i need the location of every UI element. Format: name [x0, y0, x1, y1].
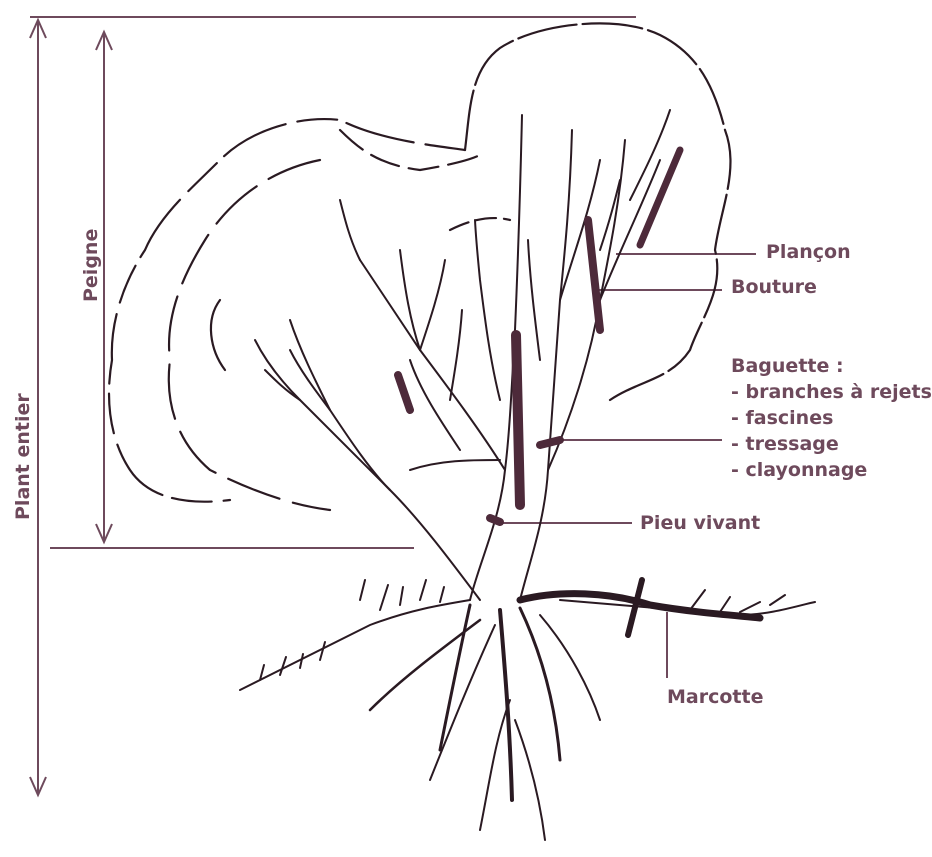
baguette-block: Baguette : - branches à rejets - fascine…	[731, 353, 932, 483]
plant-entier-label: Plant entier	[12, 393, 34, 520]
baguette-item: - clayonnage	[731, 457, 932, 483]
marcotte-label: Marcotte	[667, 686, 763, 708]
baguette-title: Baguette :	[731, 353, 932, 379]
baguette-segment	[398, 375, 410, 410]
baguette-item: - tressage	[731, 431, 932, 457]
bouture-label: Bouture	[731, 276, 817, 298]
roots	[370, 580, 760, 840]
plancon-segment	[640, 150, 680, 245]
baguette-item: - fascines	[731, 405, 932, 431]
highlighted-cuttings	[398, 150, 680, 522]
foliage-outline	[109, 23, 730, 510]
plancon-label: Plançon	[766, 241, 851, 263]
baguette-item: - branches à rejets	[731, 379, 932, 405]
peigne-label: Peigne	[80, 229, 102, 302]
pieu-vivant-label: Pieu vivant	[640, 512, 760, 534]
pieu-vivant-segment	[516, 335, 520, 505]
branches	[255, 110, 670, 600]
bouture-segment	[588, 220, 600, 330]
